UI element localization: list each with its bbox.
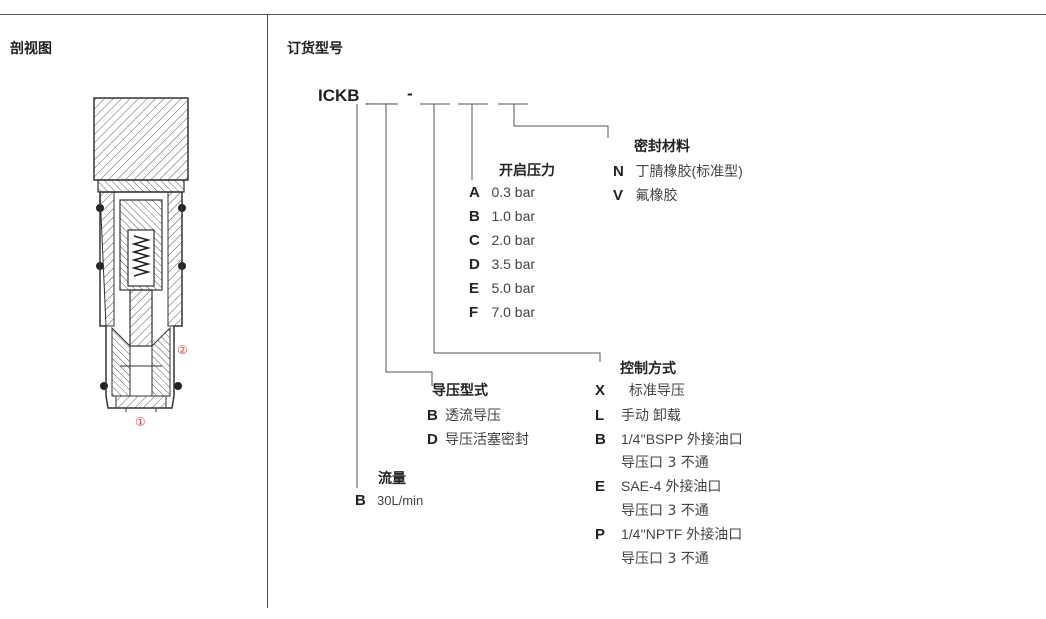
cracking-pressure-option: D 3.5 bar <box>469 256 535 273</box>
cracking-pressure-option: A 0.3 bar <box>469 184 535 201</box>
control-mode-option: B 1/4''BSPP 外接油口 <box>595 429 743 449</box>
control-mode-title: 控制方式 <box>620 361 676 377</box>
pilot-type-option: D 导压活塞密封 <box>427 429 529 449</box>
option-label: 标准导压 <box>625 382 685 398</box>
option-code: E <box>469 280 480 297</box>
seal-material-option: N 丁腈橡胶(标准型) <box>613 161 743 181</box>
option-label: 丁腈橡胶(标准型) <box>635 163 743 179</box>
cracking-pressure-option: E 5.0 bar <box>469 280 535 297</box>
option-code: B <box>427 407 438 424</box>
control-mode-option-note: 导压口 3 不通 <box>621 503 709 519</box>
option-code: D <box>469 256 480 273</box>
option-code: D <box>427 431 438 448</box>
top-divider <box>0 14 1046 15</box>
option-label: 5.0 bar <box>491 280 536 296</box>
option-label: 氟橡胶 <box>635 187 678 203</box>
control-mode-option: L 手动 卸载 <box>595 405 681 425</box>
option-label: 1/4''BSPP 外接油口 <box>621 431 743 447</box>
option-label: 透流导压 <box>445 407 501 423</box>
callout-port-2: ② <box>177 343 188 357</box>
callout-port-1: ① <box>135 415 146 429</box>
option-code: X <box>595 382 606 399</box>
option-label: 2.0 bar <box>491 232 536 248</box>
column-divider <box>267 14 268 608</box>
option-label: 7.0 bar <box>491 304 536 320</box>
cracking-pressure-option: F 7.0 bar <box>469 304 535 321</box>
option-code: B <box>355 492 366 509</box>
model-prefix: ICKB <box>318 86 360 105</box>
option-code: V <box>613 187 624 204</box>
control-mode-option-note: 导压口 3 不通 <box>621 551 709 567</box>
option-code: A <box>469 184 480 201</box>
flow-title: 流量 <box>378 471 406 487</box>
option-label: 导压活塞密封 <box>445 431 529 447</box>
cracking-pressure-option: B 1.0 bar <box>469 208 535 225</box>
option-label: 手动 卸载 <box>621 407 681 423</box>
cracking-pressure-option: C 2.0 bar <box>469 232 535 249</box>
option-code: B <box>595 431 606 448</box>
pilot-type-option: B 透流导压 <box>427 405 501 425</box>
option-label: 3.5 bar <box>491 256 536 272</box>
option-code: P <box>595 526 606 543</box>
option-label: 1/4''NPTF 外接油口 <box>621 526 743 542</box>
control-mode-option-note: 导压口 3 不通 <box>621 455 709 471</box>
option-code: E <box>595 478 606 495</box>
section-title-order-code: 订货型号 <box>287 41 343 57</box>
option-label: 30L/min <box>377 493 424 508</box>
valve-cross-section-drawing <box>90 96 210 436</box>
valve-cross-section-svg <box>93 97 189 412</box>
model-dash: - <box>407 84 413 103</box>
seal-material-title: 密封材料 <box>634 139 690 155</box>
option-code: L <box>595 407 605 424</box>
control-mode-option: P 1/4''NPTF 外接油口 <box>595 524 742 544</box>
option-label: 1.0 bar <box>491 208 536 224</box>
option-code: C <box>469 232 480 249</box>
cracking-pressure-title: 开启压力 <box>499 163 555 179</box>
option-label: SAE-4 外接油口 <box>621 478 722 494</box>
option-code: B <box>469 208 480 225</box>
model-blank-flow: ___ <box>366 86 395 105</box>
option-code: N <box>613 163 624 180</box>
flow-option: B 30L/min <box>355 492 423 509</box>
control-mode-option: X 标准导压 <box>595 380 685 400</box>
section-title-cross-section: 剖视图 <box>10 41 52 57</box>
option-code: F <box>469 304 479 321</box>
option-label: 0.3 bar <box>491 184 536 200</box>
seal-material-option: V 氟橡胶 <box>613 185 677 205</box>
control-mode-option: E SAE-4 外接油口 <box>595 476 721 496</box>
pilot-type-title: 导压型式 <box>432 383 488 399</box>
